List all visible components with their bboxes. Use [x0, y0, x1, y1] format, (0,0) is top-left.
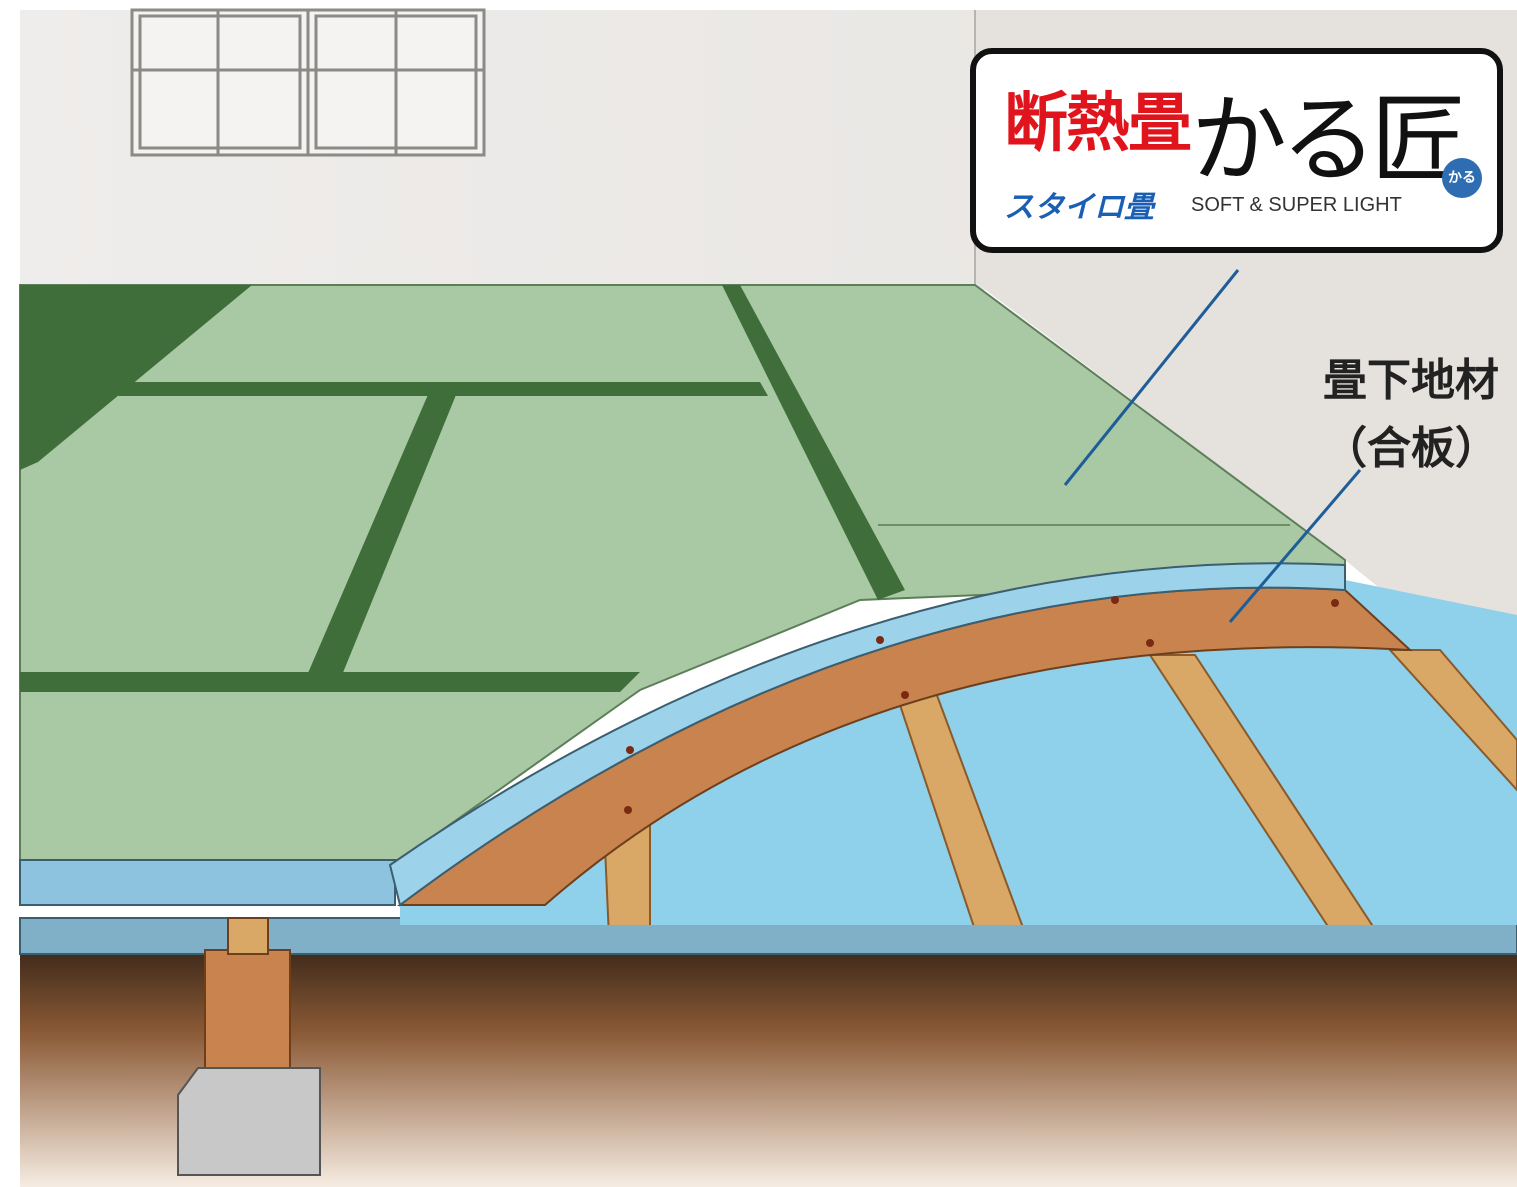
product-logo: 断熱畳 かる匠 スタイロ畳 SOFT & SUPER LIGHT かる — [970, 48, 1503, 253]
leader-line-underlay — [1228, 469, 1362, 623]
logo-tagline: SOFT & SUPER LIGHT — [1191, 194, 1402, 216]
logo-product-name: 断熱畳 — [1004, 87, 1192, 161]
support-post — [177, 917, 321, 1176]
floor-joists — [596, 649, 1517, 925]
logo-mark-badge: かる — [1442, 158, 1482, 198]
underlay-label-plywood: （合板） — [1323, 423, 1499, 474]
leader-line-logo — [1063, 269, 1240, 486]
underlay-label: 畳下地材 — [1323, 355, 1499, 406]
window — [130, 8, 486, 157]
logo-sub-brand: スタイロ畳 — [1004, 190, 1154, 225]
tatami-borders — [20, 285, 905, 692]
insulation-board-edge — [388, 562, 1346, 907]
logo-brand-name: かる匠 — [1191, 84, 1467, 196]
